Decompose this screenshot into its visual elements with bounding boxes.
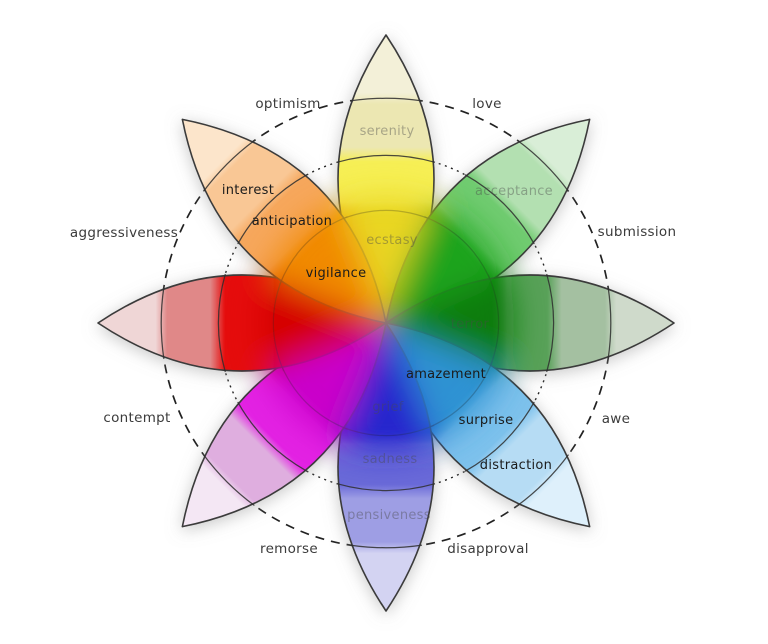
petal-label-grief: grief — [372, 400, 403, 415]
center-wedge-trust — [386, 204, 505, 323]
dyad-label-awe: awe — [602, 411, 631, 427]
center-wedge-disgust — [267, 323, 386, 442]
center-wedge-fear — [386, 273, 514, 373]
petal-label-vigilance: vigilance — [306, 266, 367, 281]
center-wedge-sadness — [336, 323, 436, 451]
center-wedge-joy — [336, 195, 436, 323]
petal-label-interest: interest — [222, 183, 274, 198]
petal-label-anticipation: anticipation — [252, 214, 332, 229]
petal-label-acceptance: acceptance — [475, 184, 553, 199]
petal-label-ecstasy: ecstasy — [366, 233, 418, 248]
dyad-label-love: love — [472, 96, 502, 112]
dyad-label-contempt: contempt — [103, 410, 170, 426]
dyad-label-disapproval: disapproval — [447, 541, 529, 557]
center-wedge-anger — [258, 273, 386, 373]
petal-label-amazement: amazement — [406, 367, 486, 382]
petal-label-terror: terror — [451, 317, 490, 332]
center-wedge-anticipation — [267, 204, 386, 323]
center-blend — [258, 195, 514, 451]
dyad-label-submission: submission — [598, 224, 677, 240]
center-wedge-surprise — [386, 323, 505, 442]
dyad-label-remorse: remorse — [260, 541, 318, 557]
labels: serenity ecstasy acceptance terror amazement… — [70, 96, 676, 557]
dyad-label-aggressiveness: aggressiveness — [70, 225, 178, 241]
petal-label-serenity: serenity — [360, 124, 415, 139]
petal-label-surprise: surprise — [459, 413, 514, 428]
center-point — [382, 319, 390, 327]
petal-label-pensiveness: pensiveness — [347, 508, 431, 523]
petal-label-sadness: sadness — [363, 452, 418, 467]
petal-label-distraction: distraction — [480, 458, 552, 473]
dyad-label-optimism: optimism — [255, 96, 320, 112]
